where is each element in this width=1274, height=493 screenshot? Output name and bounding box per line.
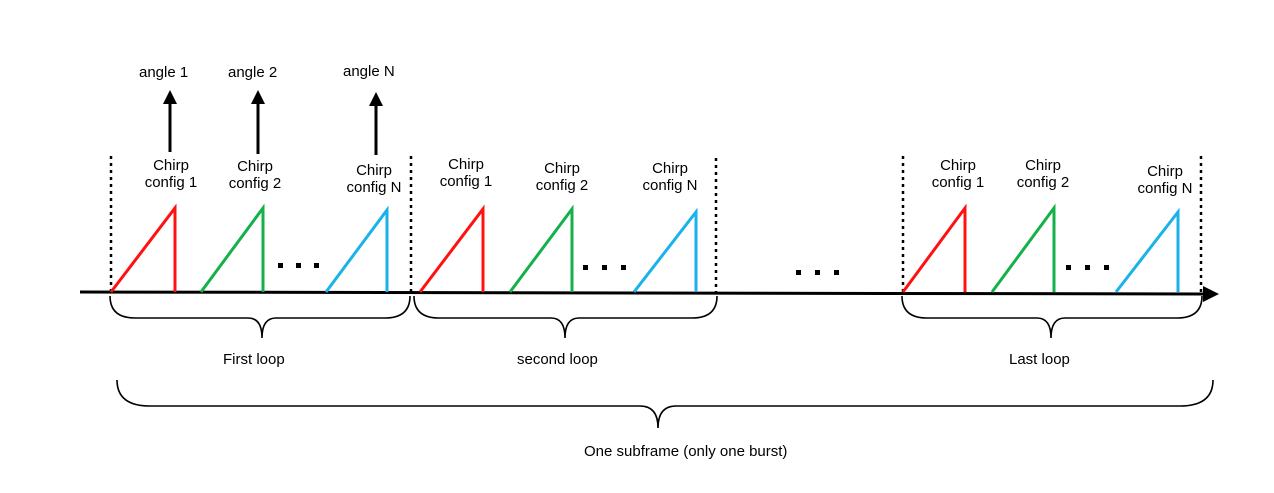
last-loop-label: Last loop — [1009, 351, 1070, 368]
config-text: config 2 — [228, 175, 282, 192]
chirp-word: Chirp — [153, 157, 189, 174]
chirp-config-1-label: Chirp config 1 — [131, 157, 211, 191]
ellipsis-dot — [1104, 265, 1109, 270]
angle-arrows — [163, 90, 383, 155]
chirp-config-1-label: Chirp config 1 — [426, 156, 506, 190]
second-loop-label: second loop — [517, 351, 598, 368]
chirp-config-1-label: Chirp config 1 — [918, 157, 998, 191]
config-text: config 1 — [439, 173, 493, 190]
chirp-ramp-n — [1114, 207, 1180, 293]
loop-boundaries — [109, 156, 1203, 292]
ellipsis-dot — [314, 263, 319, 268]
chirp-ramp-2 — [199, 203, 265, 293]
chirp-word: Chirp — [652, 160, 688, 177]
angle-n-label: angle N — [343, 63, 395, 80]
time-axis — [79, 286, 1219, 302]
chirp-ramp-n — [324, 205, 389, 293]
chirp-word: Chirp — [1147, 163, 1183, 180]
config-text: config 1 — [144, 174, 198, 191]
chirp-config-2-label: Chirp config 2 — [1003, 157, 1083, 191]
chirp-word: Chirp — [1025, 157, 1061, 174]
chirp-word: Chirp — [448, 156, 484, 173]
chirp-ramp-n — [632, 207, 698, 293]
ellipsis-dot — [1066, 265, 1071, 270]
chirp-ramp-1 — [418, 204, 485, 293]
angle-arrow-head — [251, 90, 265, 104]
ellipsis-dot — [815, 270, 820, 275]
config-text: config N — [346, 179, 402, 196]
ellipsis-dot — [796, 270, 801, 275]
loop-braces — [109, 295, 1214, 429]
angle-1-label: angle 1 — [139, 64, 189, 81]
chirp-config-2-label: Chirp config 2 — [522, 160, 602, 194]
chirp-config-n-label: Chirp config N — [334, 162, 414, 196]
chirp-ramps — [109, 203, 1180, 293]
chirp-word: Chirp — [356, 162, 392, 179]
config-text: config N — [1137, 180, 1193, 197]
ellipsis-dot — [621, 265, 626, 270]
ellipsis-dots — [278, 263, 1109, 275]
ellipsis-dot — [602, 265, 607, 270]
subframe-label: One subframe (only one burst) — [584, 443, 788, 460]
ellipsis-dot — [583, 265, 588, 270]
config-text: config N — [642, 177, 698, 194]
chirp-ramp-2 — [990, 203, 1056, 293]
chirp-word: Chirp — [940, 157, 976, 174]
chirp-word: Chirp — [237, 158, 273, 175]
chirp-config-n-label: Chirp config N — [1125, 163, 1205, 197]
second-loop-brace — [413, 295, 718, 339]
chirp-config-n-label: Chirp config N — [630, 160, 710, 194]
angle-2-label: angle 2 — [228, 64, 278, 81]
last-loop-brace — [901, 295, 1203, 339]
chirp-ramp-1 — [901, 203, 967, 293]
axis-arrowhead — [1203, 286, 1219, 302]
subframe-brace — [116, 379, 1214, 429]
chirp-ramp-2 — [508, 204, 574, 293]
config-text: config 2 — [535, 177, 589, 194]
ellipsis-dot — [296, 263, 301, 268]
ellipsis-dot — [834, 270, 839, 275]
axis-line — [79, 290, 1206, 296]
first-loop-label: First loop — [223, 351, 285, 368]
first-loop-brace — [109, 295, 411, 339]
chirp-word: Chirp — [544, 160, 580, 177]
angle-arrow-head — [163, 90, 177, 104]
chirp-ramp-1 — [109, 203, 177, 293]
config-text: config 1 — [931, 174, 985, 191]
angle-arrow-head — [369, 92, 383, 106]
ellipsis-dot — [278, 263, 283, 268]
chirp-config-2-label: Chirp config 2 — [215, 158, 295, 192]
ellipsis-dot — [1085, 265, 1090, 270]
config-text: config 2 — [1016, 174, 1070, 191]
